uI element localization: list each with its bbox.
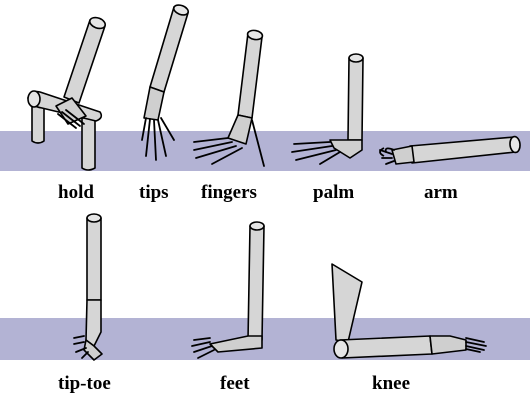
label-feet: feet	[220, 373, 250, 394]
tips-pose: tips	[139, 3, 190, 203]
feet-pose: feet	[192, 222, 264, 394]
palm-pose: palm	[292, 54, 363, 203]
label-arm: arm	[424, 182, 458, 203]
label-hold: hold	[58, 182, 94, 203]
hold-pose: hold	[28, 16, 107, 203]
label-tiptoe: tip-toe	[58, 373, 111, 394]
label-knee: knee	[372, 373, 410, 394]
label-tips: tips	[139, 182, 169, 203]
label-fingers: fingers	[201, 182, 257, 203]
fingers-pose: fingers	[194, 29, 264, 203]
label-palm: palm	[313, 182, 354, 203]
tiptoe-pose: tip-toe	[58, 214, 111, 394]
